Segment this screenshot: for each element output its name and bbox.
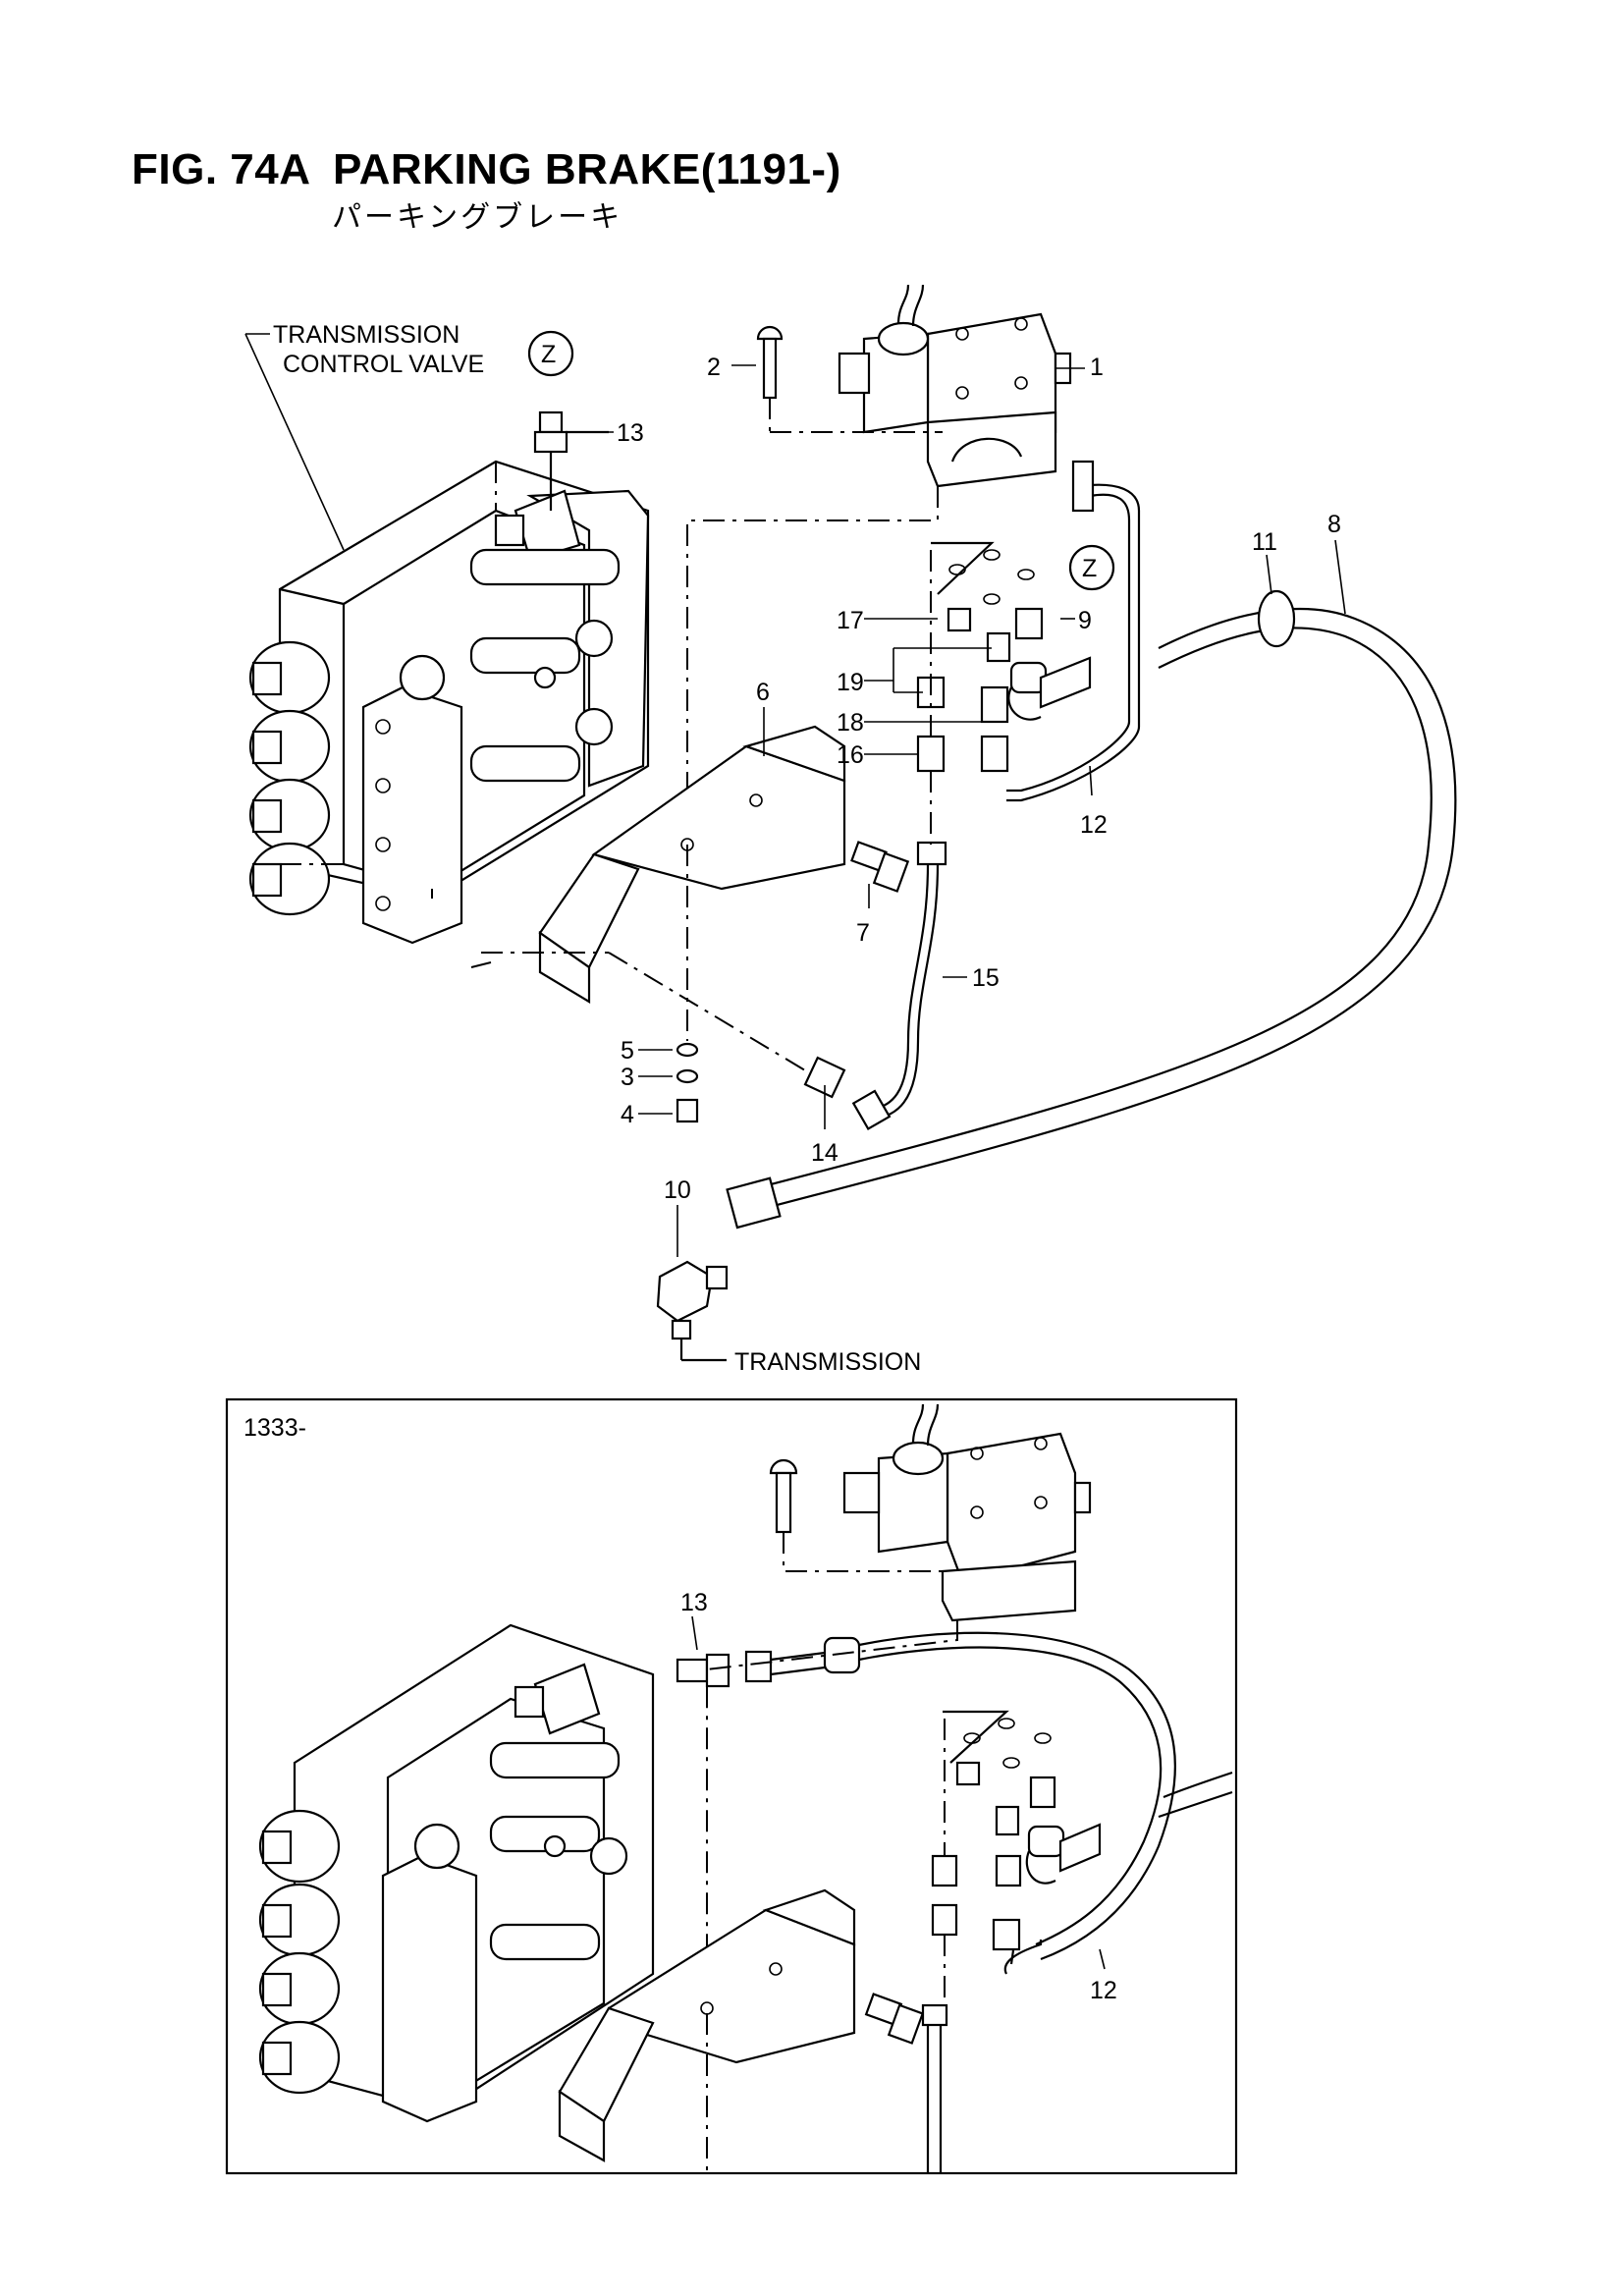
label-transmission-control-valve-line1: TRANSMISSION [273,321,460,349]
callout-11: 11 [1252,528,1277,556]
callout-19: 19 [837,669,864,696]
label-transmission-control-valve-line2: CONTROL VALVE [283,351,484,378]
callout-5: 5 [621,1037,634,1065]
callout-10: 10 [664,1176,691,1204]
callout-16: 16 [837,741,864,769]
figure-number: FIG. 74A [132,145,311,193]
callout-4: 4 [621,1101,634,1128]
solenoid-valve-1 [838,284,1072,488]
z-marker-top: Z [541,341,556,368]
callout-17: 17 [837,607,864,634]
inset-callout-12: 12 [1090,1977,1117,2004]
callout-2: 2 [707,354,721,381]
tube-12 [1006,460,1141,802]
z-marker-right: Z [1082,555,1097,582]
bolt-7 [850,841,910,893]
label-transmission: TRANSMISSION [734,1348,921,1376]
callout-8: 8 [1327,511,1341,538]
callout-6: 6 [756,679,770,706]
callout-9: 9 [1078,607,1092,634]
callout-13: 13 [617,419,644,447]
bracket-6 [538,725,846,1004]
figure-title: FIG. 74A PARKING BRAKE(1191-) [132,145,841,194]
fitting-group [916,541,1044,845]
callout-18: 18 [837,709,864,737]
elbow-10 [656,1260,729,1362]
hose-8 [726,589,1457,1230]
figure-subtitle: パーキングブレーキ [332,201,623,234]
callout-12: 12 [1080,811,1108,839]
callout-14: 14 [811,1139,839,1167]
inset-serial-label: 1333- [243,1414,306,1442]
inset-drawing [258,1403,1233,2173]
callout-15: 15 [972,964,1000,992]
callout-7: 7 [856,919,870,947]
figure-name: PARKING BRAKE(1191-) [333,145,841,193]
transmission-control-valve-drawing [248,460,650,945]
bolt-2 [756,325,943,433]
fitting-13-top [533,410,609,511]
inset-frame [225,1397,1238,2175]
callout-1: 1 [1090,354,1104,381]
callout-3: 3 [621,1064,634,1091]
inset-callout-13: 13 [680,1589,708,1616]
